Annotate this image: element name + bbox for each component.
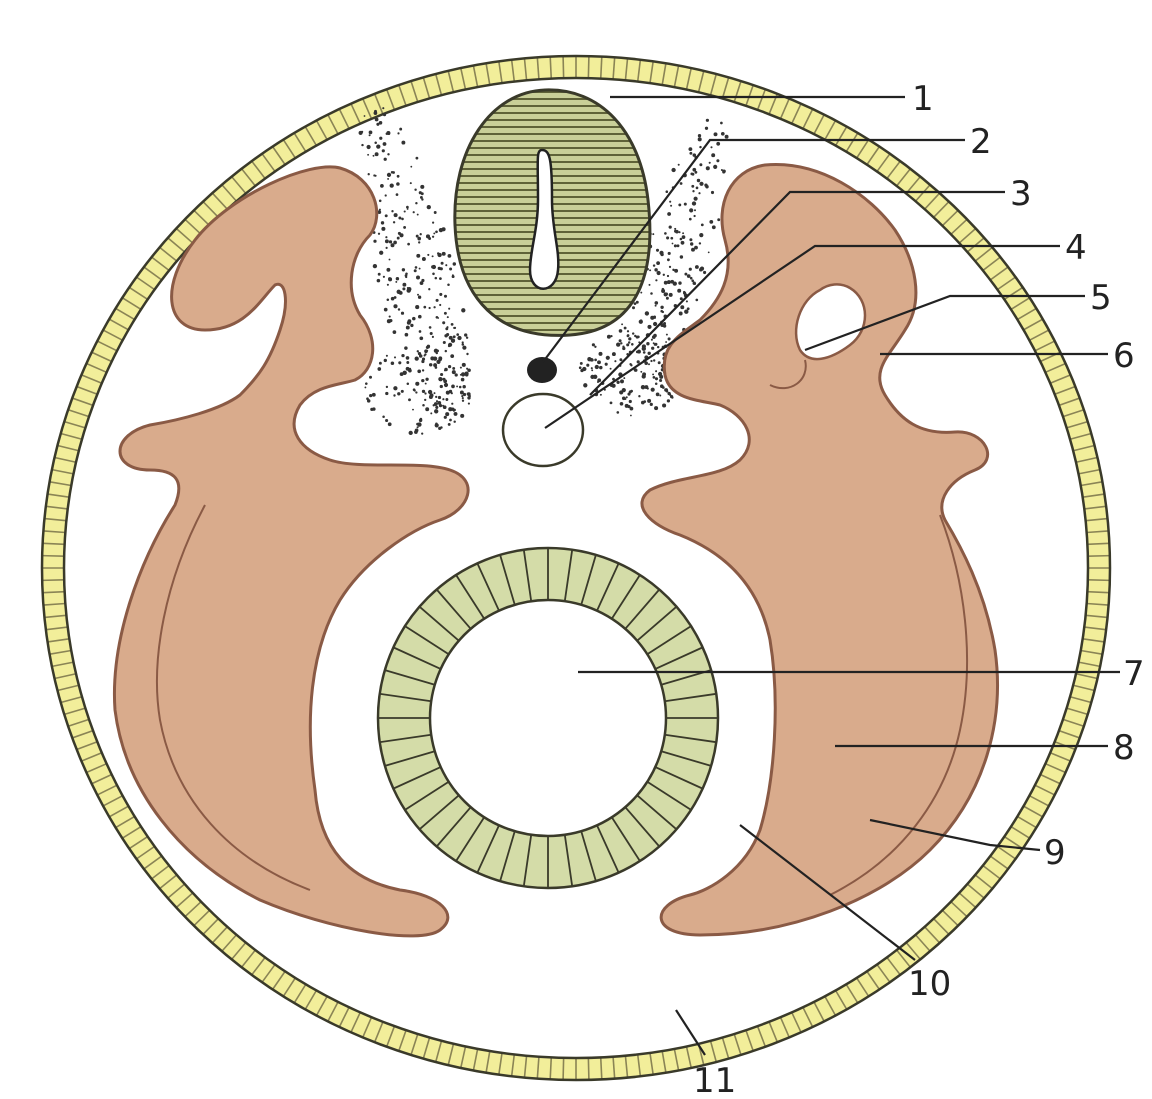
label-6: 6 — [1113, 336, 1135, 376]
label-1: 1 — [912, 79, 934, 119]
label-11: 11 — [693, 1061, 736, 1099]
dorsal-aorta — [503, 394, 583, 466]
neural-tube — [455, 90, 650, 335]
label-3: 3 — [1010, 174, 1032, 214]
notochord — [527, 357, 557, 383]
label-4: 4 — [1065, 228, 1087, 268]
label-2: 2 — [970, 122, 992, 162]
label-8: 8 — [1113, 728, 1135, 768]
label-9: 9 — [1044, 833, 1066, 873]
label-7: 7 — [1123, 654, 1145, 694]
gut-tube — [378, 548, 718, 888]
label-10: 10 — [908, 964, 951, 1004]
label-5: 5 — [1090, 278, 1112, 318]
right-mesoderm-fold — [642, 165, 998, 935]
